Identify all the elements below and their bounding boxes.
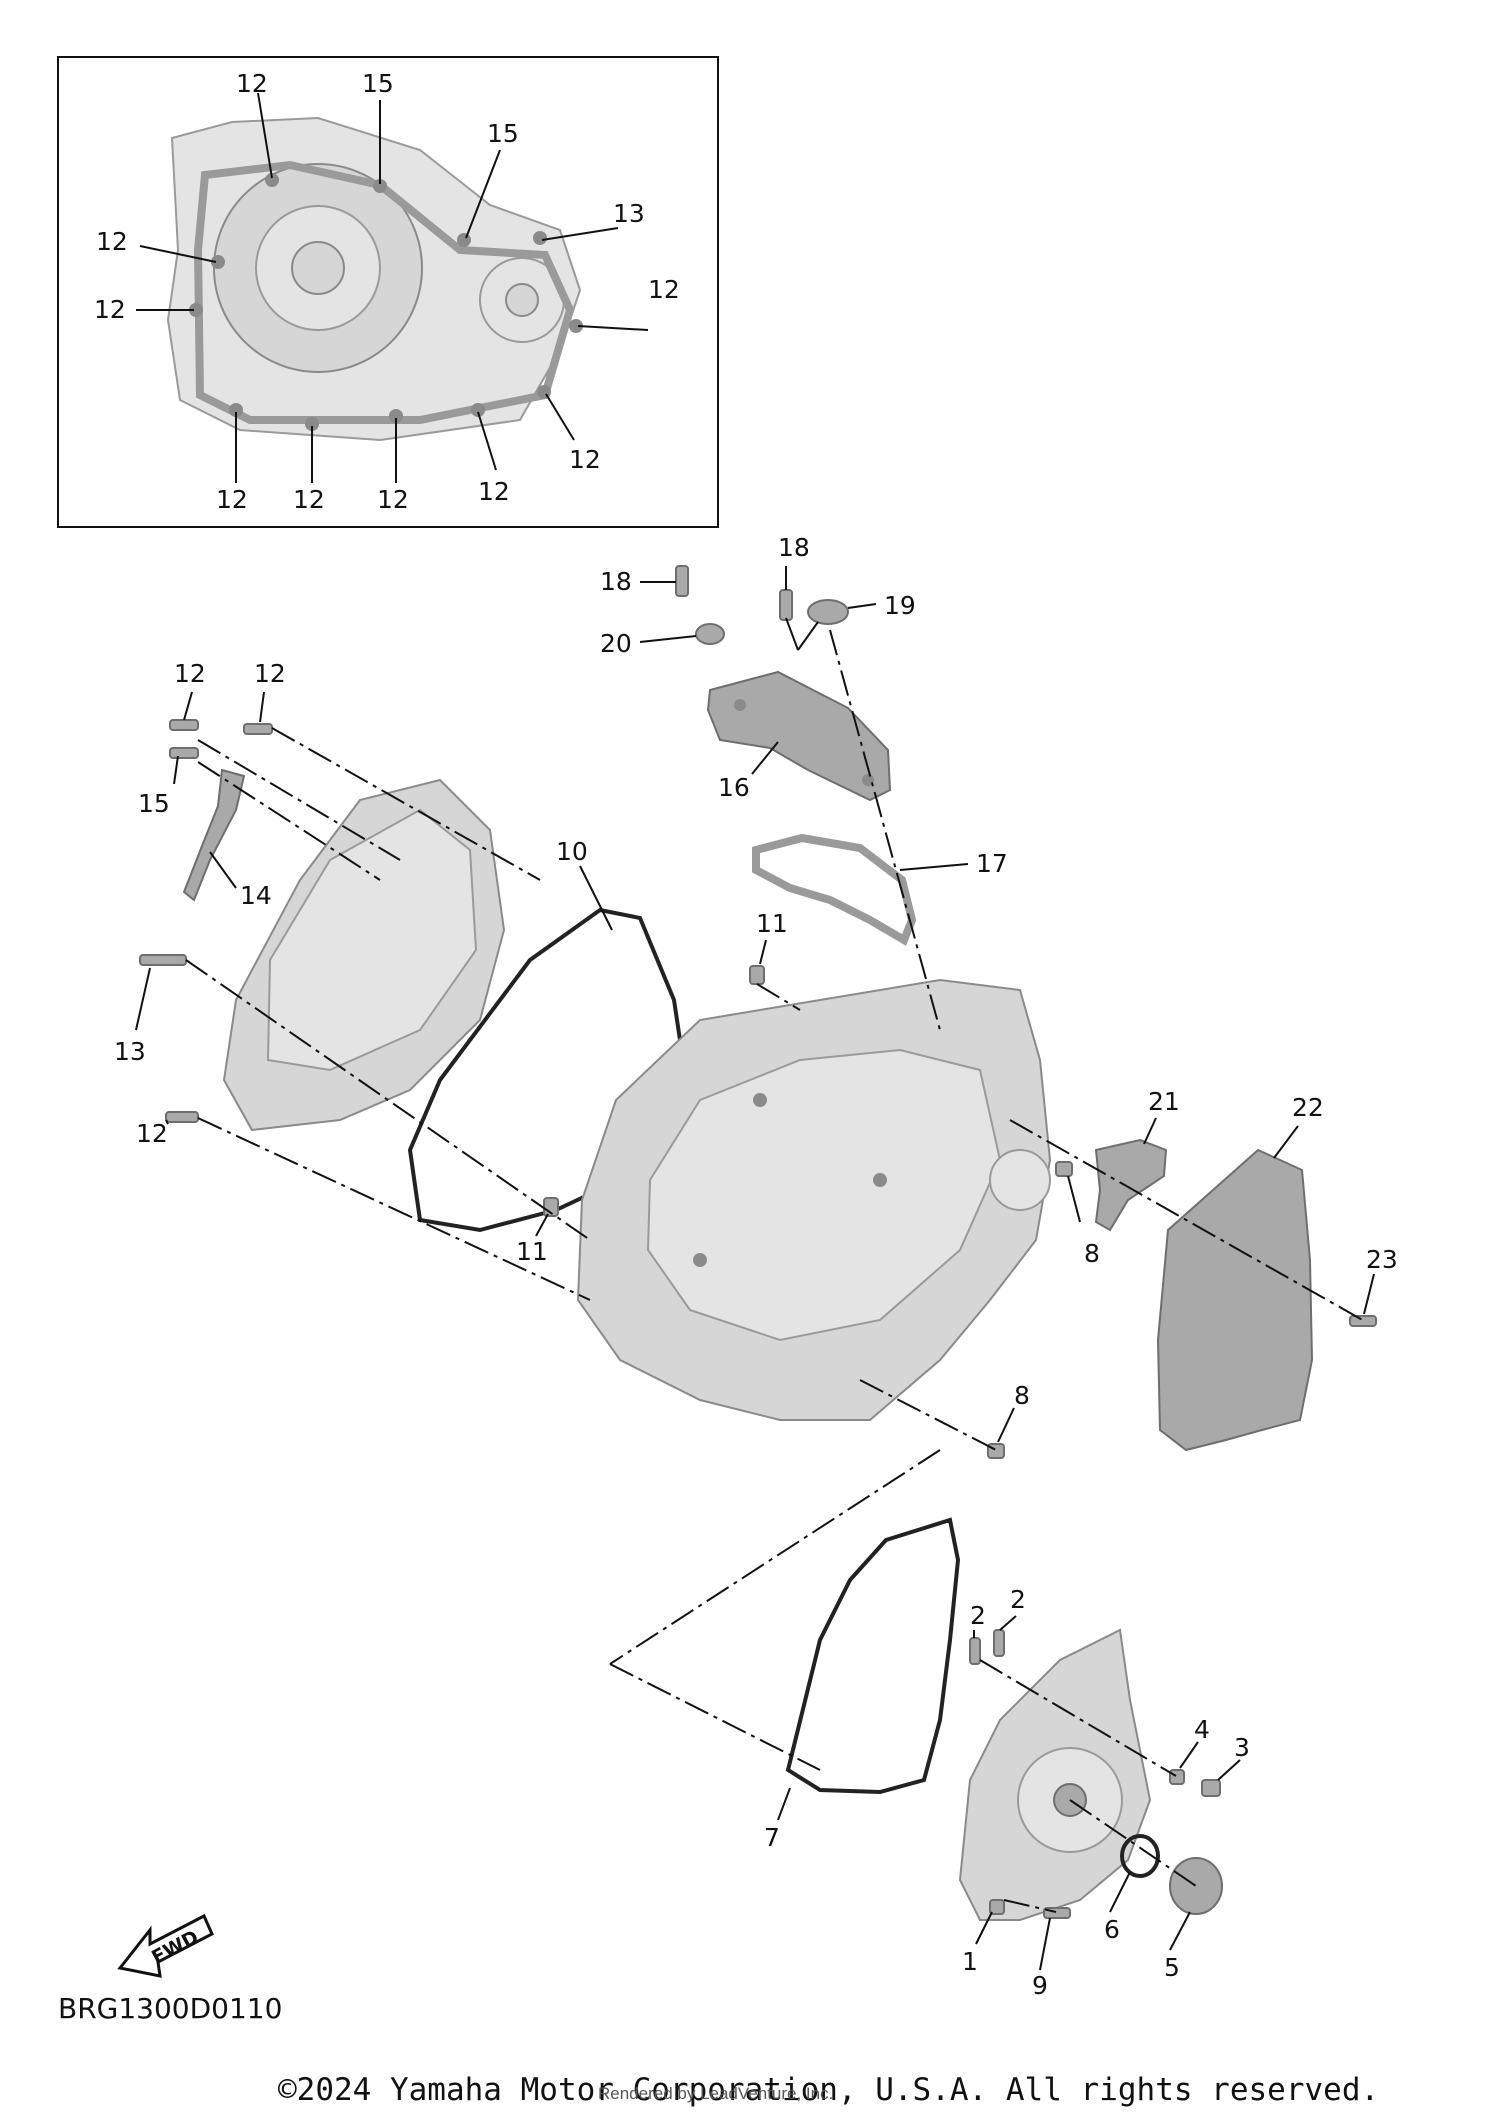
crankcase [576, 978, 1052, 1421]
bolt-18a [675, 565, 689, 597]
callout-6: 6 [1104, 1915, 1120, 1944]
callout-1: 1 [962, 1947, 978, 1976]
inset-bolt-holes [189, 173, 583, 431]
stator-cover-gasket-7 [785, 1517, 961, 1795]
inset-callout: 12 [94, 295, 126, 324]
inset-callout: 13 [613, 199, 645, 228]
plug-5 [1169, 1857, 1223, 1915]
main-callouts: 18 18 19 20 16 12 12 15 14 17 10 11 13 1… [114, 533, 1398, 2000]
callout-9: 9 [1032, 1971, 1048, 2000]
callout-3: 3 [1234, 1733, 1250, 1762]
callout-20: 20 [600, 629, 632, 658]
callout-12: 12 [254, 659, 286, 688]
callout-12: 12 [136, 1119, 168, 1148]
callout-16: 16 [718, 773, 750, 802]
inset-callout: 12 [377, 485, 409, 514]
callout-18: 18 [778, 533, 810, 562]
callout-2: 2 [970, 1601, 986, 1630]
callout-17: 17 [976, 849, 1008, 878]
inset-callout: 12 [293, 485, 325, 514]
callout-18: 18 [600, 567, 632, 596]
bracket-21 [1094, 1138, 1168, 1232]
callout-4: 4 [1194, 1715, 1210, 1744]
inset-callout: 12 [96, 227, 128, 256]
callout-2: 2 [1010, 1585, 1026, 1614]
inset-callouts: 12 15 15 12 13 12 12 12 12 12 12 12 [94, 69, 680, 514]
inset-frame [57, 56, 719, 528]
inset-callout: 15 [362, 69, 394, 98]
callout-13: 13 [114, 1037, 146, 1066]
breather-cover-16 [706, 670, 892, 802]
callout-19: 19 [884, 591, 916, 620]
callout-5: 5 [1164, 1953, 1180, 1982]
diagram-code: BRG1300D0110 [58, 1992, 283, 2025]
grommet-20 [695, 623, 725, 645]
o-ring-6 [1120, 1834, 1160, 1878]
inset-view: 12 15 15 12 13 12 12 12 12 12 12 12 [57, 56, 719, 528]
callout-21: 21 [1148, 1087, 1180, 1116]
stator-cover [958, 1628, 1152, 1921]
centre-lines [185, 629, 1367, 1913]
callout-14: 14 [240, 881, 272, 910]
inset-callout: 12 [648, 275, 680, 304]
clutch-cover [222, 778, 506, 1132]
inset-callout: 12 [216, 485, 248, 514]
callout-8: 8 [1084, 1239, 1100, 1268]
rendered-by-watermark: Rendered by LeadVenture, Inc. [598, 2084, 834, 2103]
callout-8: 8 [1014, 1381, 1030, 1410]
bolt-23 [1349, 1315, 1377, 1327]
main-leaders [135, 566, 1375, 1971]
lever-14 [182, 768, 246, 902]
bolts-2-3-4-9 [969, 1629, 1221, 1919]
callout-10: 10 [556, 837, 588, 866]
inset-crankcase-cover [166, 116, 582, 442]
fwd-arrow-icon: FWD [117, 1913, 214, 1978]
callout-22: 22 [1292, 1093, 1324, 1122]
grommet-19 [807, 599, 849, 625]
inset-callout: 12 [236, 69, 268, 98]
copyright-notice: ©2024 Yamaha Motor Corporation, U.S.A. A… [278, 2072, 1380, 2108]
dowel-11a [749, 965, 765, 985]
bolts-12-15-13 [139, 719, 273, 1123]
breather-gasket-17 [752, 833, 917, 946]
callout-23: 23 [1366, 1245, 1398, 1274]
inset-callout: 12 [569, 445, 601, 474]
inset-leaders [136, 92, 649, 483]
bolt-18b [779, 589, 793, 621]
inset-callout: 12 [478, 477, 510, 506]
callout-7: 7 [764, 1823, 780, 1852]
callout-12: 12 [174, 659, 206, 688]
sprocket-cover-22 [1156, 1148, 1314, 1452]
callout-11: 11 [516, 1237, 548, 1266]
dowel-8a [1055, 1161, 1073, 1177]
callout-15: 15 [138, 789, 170, 818]
callout-11: 11 [756, 909, 788, 938]
inset-callout: 15 [487, 119, 519, 148]
